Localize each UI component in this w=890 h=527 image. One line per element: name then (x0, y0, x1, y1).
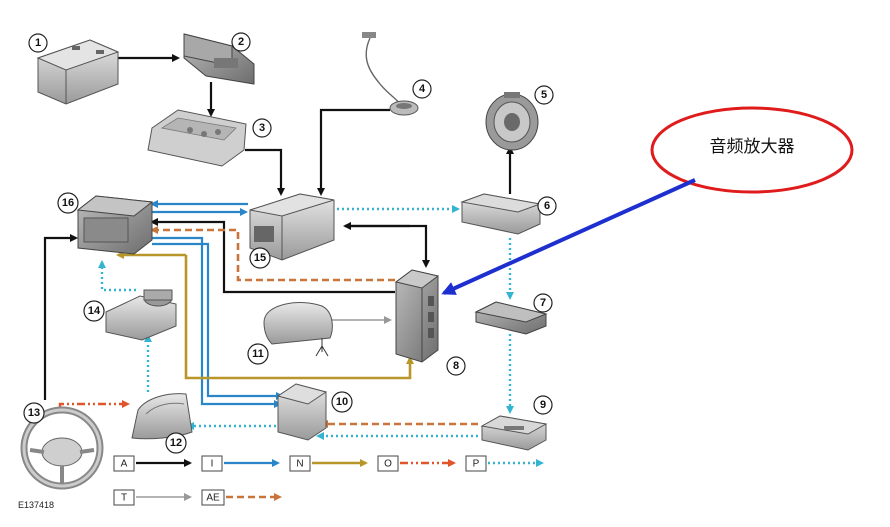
component-head-unit (249, 193, 335, 261)
component-microphone (362, 32, 419, 116)
label-10-text: 10 (336, 396, 348, 408)
legend-code-ae: AE (206, 493, 220, 504)
label-6: 6 (537, 196, 557, 216)
legend-item-t: T (113, 489, 192, 506)
component-module-10 (276, 383, 328, 441)
callout-text: 音频放大器 (710, 137, 795, 157)
label-13: 13 (23, 402, 45, 424)
label-6-text: 6 (544, 200, 550, 212)
connection-lines (43, 54, 514, 440)
component-power-module (147, 109, 247, 167)
legend: A I N O P T AE (113, 455, 544, 506)
label-8: 8 (446, 356, 466, 376)
component-battery (36, 39, 120, 105)
label-4-text: 4 (419, 83, 426, 95)
reference-code: E137418 (18, 500, 54, 510)
legend-code-a: A (121, 459, 128, 470)
label-3-text: 3 (259, 122, 265, 134)
label-2-text: 2 (238, 36, 244, 48)
callout-arrow (441, 178, 696, 295)
label-7: 7 (533, 293, 553, 313)
number-labels: 1 2 3 4 5 6 7 8 9 10 11 12 13 14 15 16 (23, 32, 557, 454)
label-5-text: 5 (541, 89, 547, 101)
component-module-6 (460, 193, 542, 235)
label-15: 15 (249, 247, 271, 269)
legend-code-p: P (473, 459, 480, 470)
label-9-text: 9 (540, 399, 546, 411)
callout-annotation: 音频放大器 (441, 106, 854, 295)
label-8-text: 8 (453, 360, 459, 372)
label-11: 11 (247, 343, 269, 365)
component-module-9 (480, 415, 548, 451)
label-4: 4 (412, 79, 432, 99)
label-5: 5 (534, 85, 554, 105)
label-10: 10 (331, 391, 353, 413)
label-7-text: 7 (540, 297, 546, 309)
component-speaker (485, 92, 539, 151)
component-rotary-control (105, 289, 177, 341)
legend-item-o: O (377, 455, 456, 472)
label-1: 1 (28, 33, 48, 53)
legend-item-a: A (113, 455, 192, 472)
label-15-text: 15 (254, 252, 266, 264)
label-16: 16 (57, 192, 79, 214)
legend-item-ae: AE (201, 489, 282, 506)
legend-code-i: I (211, 459, 214, 470)
component-module-7 (474, 301, 548, 335)
legend-item-i: I (201, 455, 280, 472)
component-touch-screen (76, 195, 154, 255)
label-2: 2 (231, 32, 251, 52)
label-16-text: 16 (62, 197, 74, 209)
component-steering-wheel (20, 406, 104, 490)
label-11-text: 11 (252, 348, 264, 360)
label-9: 9 (533, 395, 553, 415)
legend-code-o: O (384, 459, 392, 470)
legend-code-t: T (121, 493, 127, 504)
component-audio-amplifier (394, 269, 440, 363)
legend-item-n: N (289, 455, 368, 472)
label-14: 14 (83, 300, 105, 322)
legend-item-p: P (465, 455, 544, 472)
legend-code-n: N (296, 459, 303, 470)
label-12: 12 (165, 432, 187, 454)
component-battery-monitor (183, 33, 255, 85)
label-13-text: 13 (28, 407, 40, 419)
label-14-text: 14 (88, 305, 101, 317)
label-3: 3 (252, 118, 272, 138)
callout-ellipse (650, 106, 854, 194)
label-1-text: 1 (35, 37, 41, 49)
component-instrument-cluster (131, 393, 193, 440)
label-12-text: 12 (170, 437, 182, 449)
component-antenna-module (263, 302, 333, 357)
